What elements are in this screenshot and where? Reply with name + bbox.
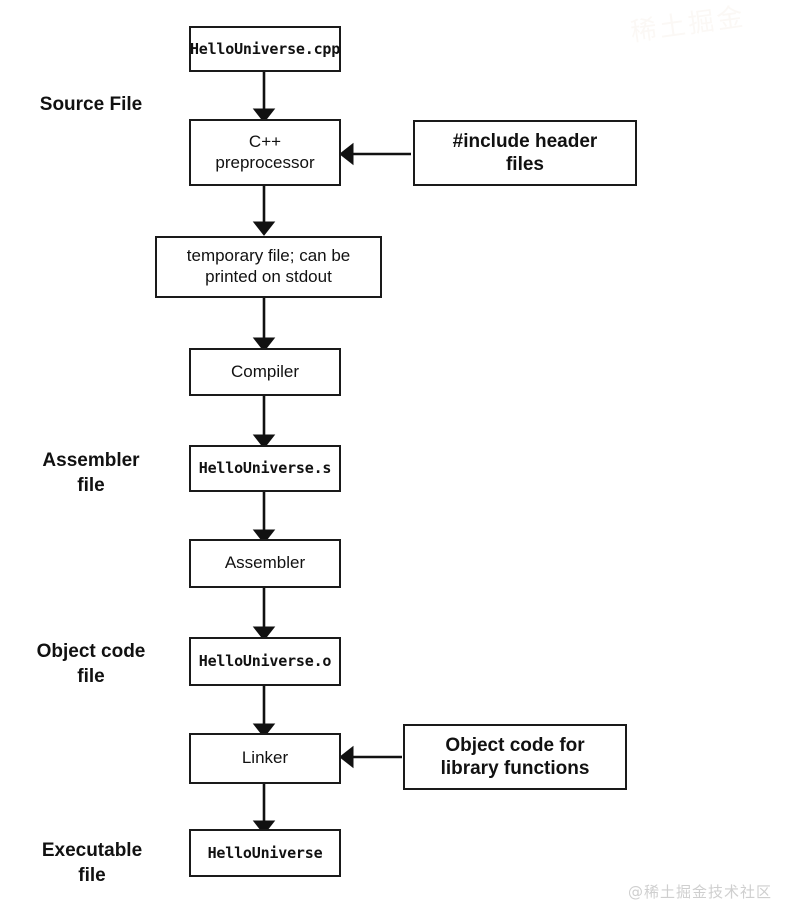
- node-cpp-preprocessor[interactable]: C++ preprocessor: [189, 119, 341, 186]
- node-label: C++ preprocessor: [215, 131, 315, 172]
- node-label: Assembler: [224, 553, 306, 573]
- node-label: HelloUniverse.cpp: [189, 39, 341, 58]
- node-hellouniverse[interactable]: HelloUniverse: [189, 829, 341, 877]
- node-label: HelloUniverse.o: [198, 652, 332, 671]
- node-assembler[interactable]: Assembler: [189, 539, 341, 588]
- node-object-code-library[interactable]: Object code for library functions: [403, 724, 627, 790]
- node-label: Compiler: [230, 361, 300, 381]
- stage-label-object-code-file: Object code file: [36, 641, 146, 687]
- node-label: Object code for library functions: [440, 734, 590, 779]
- node-linker[interactable]: Linker: [189, 733, 341, 784]
- node-temporary-file[interactable]: temporary file; can be printed on stdout: [155, 236, 382, 298]
- watermark-bottom-right: @稀土掘金技术社区: [627, 883, 772, 901]
- node-hellouniverse-s[interactable]: HelloUniverse.s: [189, 445, 341, 492]
- node-label: Linker: [241, 748, 289, 768]
- stage-label-executable-file: Executable file: [41, 840, 143, 886]
- node-compiler[interactable]: Compiler: [189, 348, 341, 396]
- node-label: HelloUniverse: [207, 843, 323, 862]
- node-label: temporary file; can be printed on stdout: [186, 246, 351, 286]
- node-include-header-files[interactable]: #include header files: [413, 120, 637, 186]
- node-hellouniverse-cpp[interactable]: HelloUniverse.cpp: [189, 26, 341, 72]
- node-hellouniverse-o[interactable]: HelloUniverse.o: [189, 637, 341, 686]
- node-label: HelloUniverse.s: [198, 459, 332, 478]
- watermark-top-right: 稀土掘金: [628, 2, 748, 48]
- stage-label-source-file: Source File: [39, 94, 143, 115]
- node-label: #include header files: [452, 130, 598, 175]
- stage-label-assembler-file: Assembler file: [42, 450, 140, 496]
